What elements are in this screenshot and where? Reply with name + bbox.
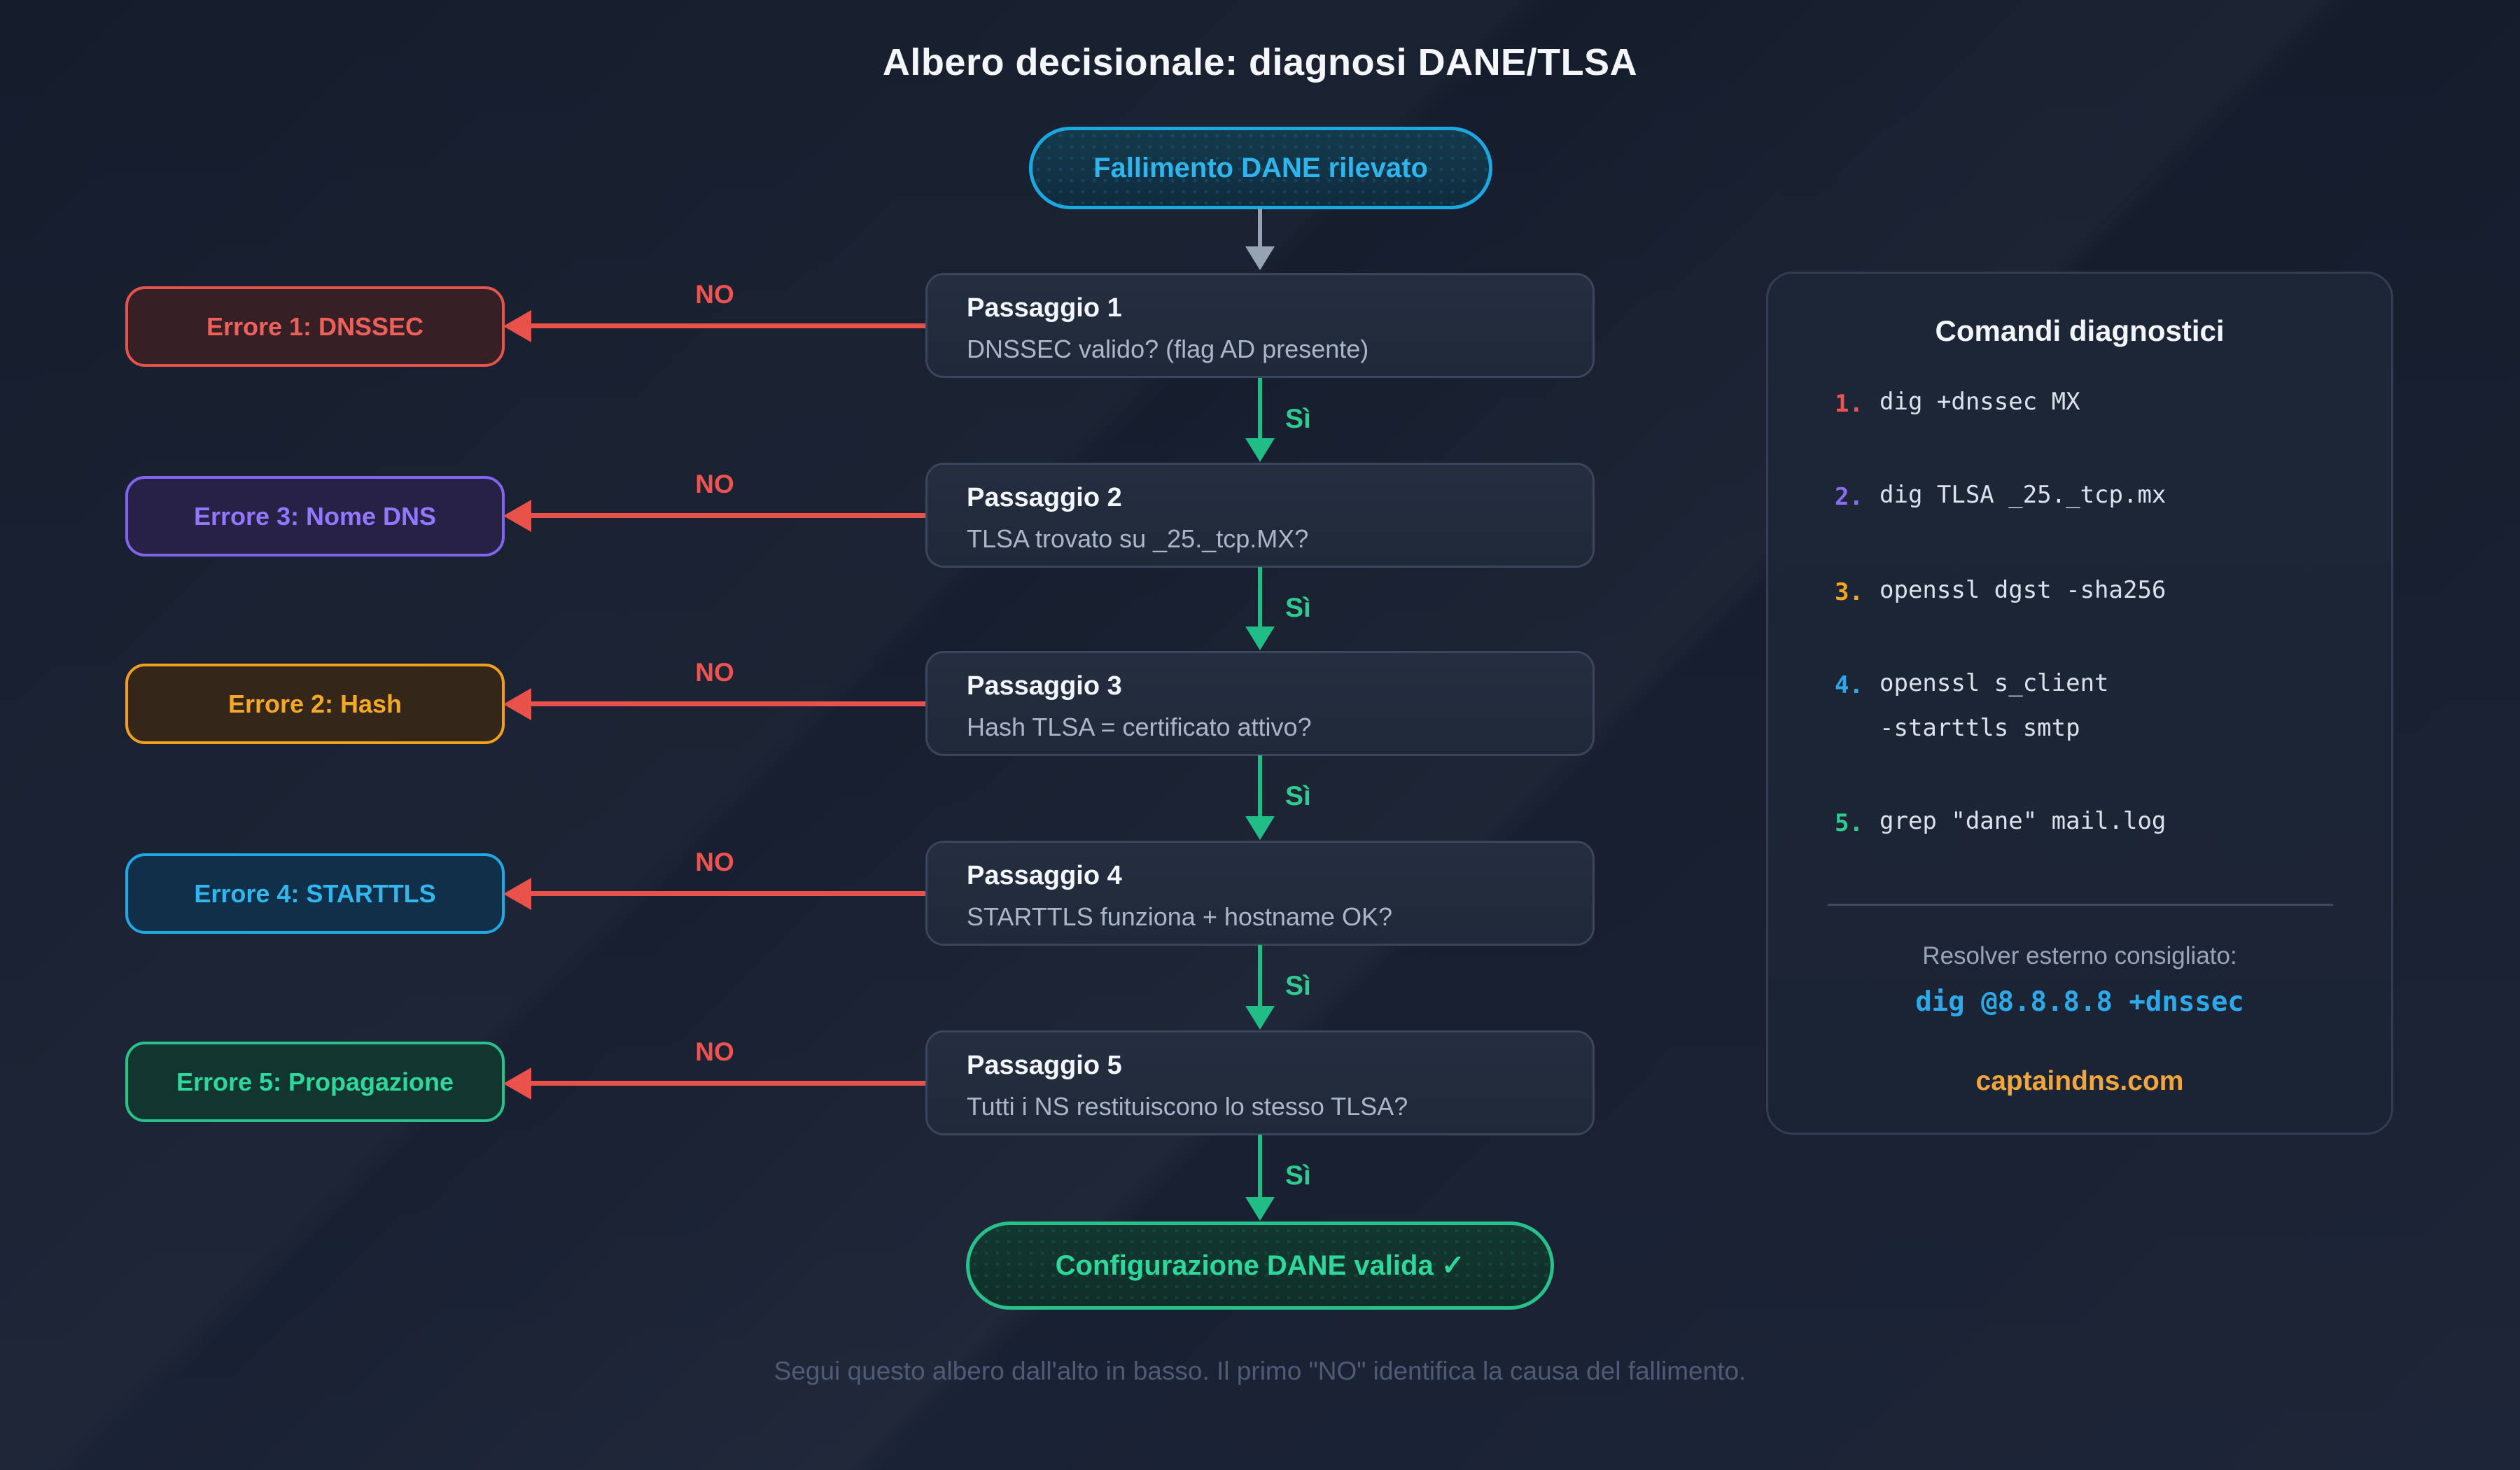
- yes-arrow-line: [1258, 378, 1262, 440]
- no-label: NO: [695, 848, 734, 876]
- yes-arrow-head-icon: [1245, 816, 1275, 840]
- footer-note: Segui questo albero dall'alto in basso. …: [774, 1357, 1746, 1385]
- error-label: Errore 1: DNSSEC: [206, 312, 424, 341]
- success-node-label: Configurazione DANE valida ✓: [1055, 1250, 1465, 1281]
- step-name: Passaggio 3: [967, 671, 1122, 701]
- commands-panel: Comandi diagnostici 1. dig +dnssec MX 2.…: [1766, 272, 2393, 1135]
- command-text: dig +dnssec MX: [1879, 388, 2080, 416]
- command-item-1: 1. dig +dnssec MX: [1835, 388, 2080, 424]
- command-text: grep "dane" mail.log: [1879, 807, 2166, 835]
- step-question: Hash TLSA = certificato attivo?: [967, 713, 1312, 741]
- no-arrow-head-icon: [503, 310, 531, 342]
- no-arrow-head-icon: [503, 878, 531, 910]
- yes-label: Sì: [1285, 781, 1311, 811]
- error-node-propagation: Errore 5: Propagazione: [125, 1042, 505, 1122]
- no-label: NO: [695, 1037, 734, 1066]
- error-label: Errore 3: Nome DNS: [193, 501, 437, 531]
- command-number: 4.: [1835, 671, 1863, 699]
- no-arrow-line: [530, 323, 925, 328]
- yes-label: Sì: [1285, 1161, 1311, 1191]
- no-arrow-line: [530, 1081, 925, 1086]
- resolver-command: dig @8.8.8.8 +dnssec: [1915, 986, 2244, 1018]
- step-node-3: Passaggio 3 Hash TLSA = certificato atti…: [925, 651, 1595, 756]
- step-node-4: Passaggio 4 STARTTLS funziona + hostname…: [925, 841, 1595, 946]
- panel-title: Comandi diagnostici: [1935, 314, 2225, 347]
- command-text: openssl s_client-starttls smtp: [1879, 669, 2109, 742]
- start-arrow-line: [1258, 209, 1262, 248]
- no-arrow-head-icon: [503, 500, 531, 532]
- yes-arrow-head-icon: [1245, 626, 1275, 650]
- error-node-hash: Errore 2: Hash: [125, 664, 505, 744]
- yes-arrow-head-icon: [1245, 1006, 1275, 1030]
- step-name: Passaggio 4: [967, 861, 1122, 890]
- yes-arrow-head-icon: [1245, 438, 1275, 462]
- resolver-label: Resolver esterno consigliato:: [1922, 942, 2237, 969]
- no-arrow-head-icon: [503, 688, 531, 720]
- page-title: Albero decisionale: diagnosi DANE/TLSA: [882, 41, 1638, 83]
- command-number: 2.: [1835, 483, 1863, 511]
- command-number: 5.: [1835, 809, 1863, 837]
- step-question: STARTTLS funziona + hostname OK?: [967, 902, 1392, 931]
- step-name: Passaggio 2: [967, 483, 1122, 512]
- step-node-2: Passaggio 2 TLSA trovato su _25._tcp.MX?: [925, 463, 1595, 568]
- yes-label: Sì: [1285, 404, 1311, 434]
- yes-label: Sì: [1285, 971, 1311, 1001]
- command-item-3: 3. openssl dgst -sha256: [1835, 576, 2166, 612]
- start-node-label: Fallimento DANE rilevato: [1093, 152, 1428, 183]
- command-text: openssl dgst -sha256: [1879, 576, 2166, 604]
- command-item-4: 4. openssl s_client-starttls smtp: [1835, 669, 2109, 750]
- step-node-1: Passaggio 1 DNSSEC valido? (flag AD pres…: [925, 273, 1595, 378]
- error-node-dnssec: Errore 1: DNSSEC: [125, 286, 505, 367]
- step-name: Passaggio 1: [967, 293, 1122, 323]
- error-label: Errore 4: STARTTLS: [194, 878, 436, 908]
- step-question: DNSSEC valido? (flag AD presente): [967, 335, 1369, 363]
- yes-arrow-line: [1258, 755, 1262, 817]
- step-name: Passaggio 5: [967, 1051, 1122, 1080]
- panel-divider: [1828, 904, 2333, 906]
- command-item-2: 2. dig TLSA _25._tcp.mx: [1835, 481, 2166, 517]
- yes-label: Sì: [1285, 593, 1311, 623]
- step-question: TLSA trovato su _25._tcp.MX?: [967, 524, 1309, 553]
- step-node-5: Passaggio 5 Tutti i NS restituiscono lo …: [925, 1030, 1595, 1135]
- error-label: Errore 2: Hash: [227, 689, 402, 718]
- site-link[interactable]: captaindns.com: [1975, 1066, 2184, 1096]
- start-node: Fallimento DANE rilevato: [1029, 127, 1492, 209]
- error-node-starttls: Errore 4: STARTTLS: [125, 853, 505, 934]
- no-label: NO: [695, 280, 734, 309]
- command-text: dig TLSA _25._tcp.mx: [1879, 481, 2166, 509]
- command-number: 1.: [1835, 390, 1863, 418]
- error-label: Errore 5: Propagazione: [176, 1067, 454, 1096]
- no-arrow-line: [530, 701, 925, 706]
- step-question: Tutti i NS restituiscono lo stesso TLSA?: [967, 1092, 1408, 1121]
- command-item-5: 5. grep "dane" mail.log: [1835, 807, 2166, 844]
- yes-arrow-head-icon: [1245, 1197, 1275, 1221]
- no-arrow-head-icon: [503, 1068, 531, 1100]
- command-number: 3.: [1835, 578, 1863, 606]
- error-node-dns-name: Errore 3: Nome DNS: [125, 476, 505, 556]
- yes-arrow-line: [1258, 1135, 1262, 1198]
- yes-arrow-line: [1258, 945, 1262, 1007]
- success-node: Configurazione DANE valida ✓: [966, 1222, 1554, 1310]
- yes-arrow-line: [1258, 567, 1262, 627]
- no-arrow-line: [530, 513, 925, 518]
- no-arrow-line: [530, 891, 925, 896]
- start-arrow-head-icon: [1245, 246, 1275, 270]
- no-label: NO: [695, 470, 734, 498]
- no-label: NO: [695, 658, 734, 687]
